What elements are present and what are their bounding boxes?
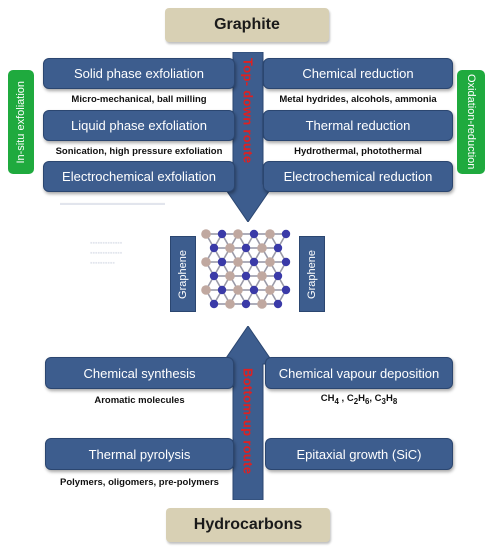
chemical-synthesis-box: Chemical synthesis [45, 357, 234, 389]
graphite-label: Graphite [214, 16, 280, 33]
box-label: Thermal pyrolysis [88, 446, 191, 462]
lattice-atom [241, 243, 251, 253]
hydrocarbons-source-box: Hydrocarbons [166, 508, 330, 542]
lattice-atom [233, 229, 243, 239]
top-down-route-label: Top- down route [240, 58, 256, 164]
chemical-synthesis-detail: Aromatic molecules [94, 395, 185, 406]
lattice-atom [225, 271, 235, 281]
lattice-atom [201, 257, 211, 267]
box-label: Solid phase exfoliation [73, 66, 205, 81]
lattice-atom [209, 299, 219, 309]
lattice-atom [225, 243, 235, 253]
lattice-atom [281, 285, 291, 295]
graphene-label-right: Graphene [306, 249, 318, 299]
oxidation-reduction-tag: Oxidation-reduction [457, 70, 485, 174]
lattice-atom [265, 229, 275, 239]
graphene-panel-right: Graphene [299, 236, 325, 312]
graphene-panel-left: Graphene [170, 236, 196, 312]
lattice-atom [209, 243, 219, 253]
lattice-atom [273, 243, 283, 253]
cvd-detail-formulas: CH4 , C2H6, C3H8 [320, 393, 398, 406]
box-label: Electrochemical reduction [283, 169, 433, 184]
electrochemical-exfoliation-box: Electrochemical exfoliation [43, 161, 235, 192]
lattice-atom [201, 229, 211, 239]
lattice-atom [273, 271, 283, 281]
liquid-phase-detail: Sonication, high pressure exfoliation [55, 146, 223, 157]
graphene-lattice-illustration [201, 229, 291, 309]
ghost-artifacts: ▬▬▬▬▬▬▬▬▬▬▬▬▬▬▬ ▪▪▪▪▪▪▪▪▪▪▪▪▪ ▪▪▪▪▪▪▪▪▪▪… [60, 200, 165, 267]
chemical-vapour-deposition-box: Chemical vapour deposition [265, 357, 453, 389]
box-label: Electrochemical exfoliation [62, 169, 216, 184]
lattice-atom [257, 271, 267, 281]
thermal-reduction-detail: Hydrothermal, photothermal [294, 146, 422, 157]
lattice-atom [241, 271, 251, 281]
chemical-reduction-box: Chemical reduction [263, 58, 453, 89]
box-label: Chemical reduction [302, 66, 414, 81]
chemical-reduction-detail: Metal hydrides, alcohols, ammonia [279, 94, 437, 105]
liquid-phase-exfoliation-box: Liquid phase exfoliation [43, 110, 235, 141]
graphite-source-box: Graphite [165, 8, 329, 42]
epitaxial-growth-box: Epitaxial growth (SiC) [265, 438, 453, 470]
box-label: Chemical vapour deposition [278, 365, 440, 381]
lattice-atom [233, 285, 243, 295]
lattice-atom [225, 299, 235, 309]
oxidation-reduction-label: Oxidation-reduction [465, 74, 477, 170]
lattice-atom [257, 299, 267, 309]
lattice-atom [217, 229, 227, 239]
lattice-atom [217, 285, 227, 295]
thermal-reduction-box: Thermal reduction [263, 110, 453, 141]
hydrocarbons-label: Hydrocarbons [193, 516, 303, 533]
thermal-pyrolysis-box: Thermal pyrolysis [45, 438, 234, 470]
thermal-pyrolysis-detail: Polymers, oligomers, pre-polymers [60, 477, 219, 488]
lattice-atom [281, 257, 291, 267]
in-situ-exfoliation-tag: In-situ exfoliation [8, 70, 34, 174]
electrochemical-reduction-box: Electrochemical reduction [263, 161, 453, 192]
box-label: Chemical synthesis [83, 365, 196, 381]
bottom-up-route-label: Bottom-up route [240, 368, 256, 475]
lattice-atom [249, 229, 259, 239]
lattice-atom [257, 243, 267, 253]
lattice-atom [249, 285, 259, 295]
lattice-atom [273, 299, 283, 309]
box-label: Liquid phase exfoliation [71, 118, 207, 133]
lattice-atom [265, 285, 275, 295]
lattice-atom [249, 257, 259, 267]
lattice-atom [217, 257, 227, 267]
lattice-atom [209, 271, 219, 281]
lattice-atom [233, 257, 243, 267]
solid-phase-detail: Micro-mechanical, ball milling [71, 94, 207, 105]
box-label: Epitaxial growth (SiC) [296, 446, 422, 462]
graphene-label-left: Graphene [177, 249, 189, 299]
lattice-atom [201, 285, 211, 295]
lattice-atom [281, 229, 291, 239]
solid-phase-exfoliation-box: Solid phase exfoliation [43, 58, 235, 89]
box-label: Thermal reduction [305, 118, 411, 133]
lattice-atom [265, 257, 275, 267]
lattice-atom [241, 299, 251, 309]
in-situ-exfoliation-label: In-situ exfoliation [15, 80, 27, 164]
